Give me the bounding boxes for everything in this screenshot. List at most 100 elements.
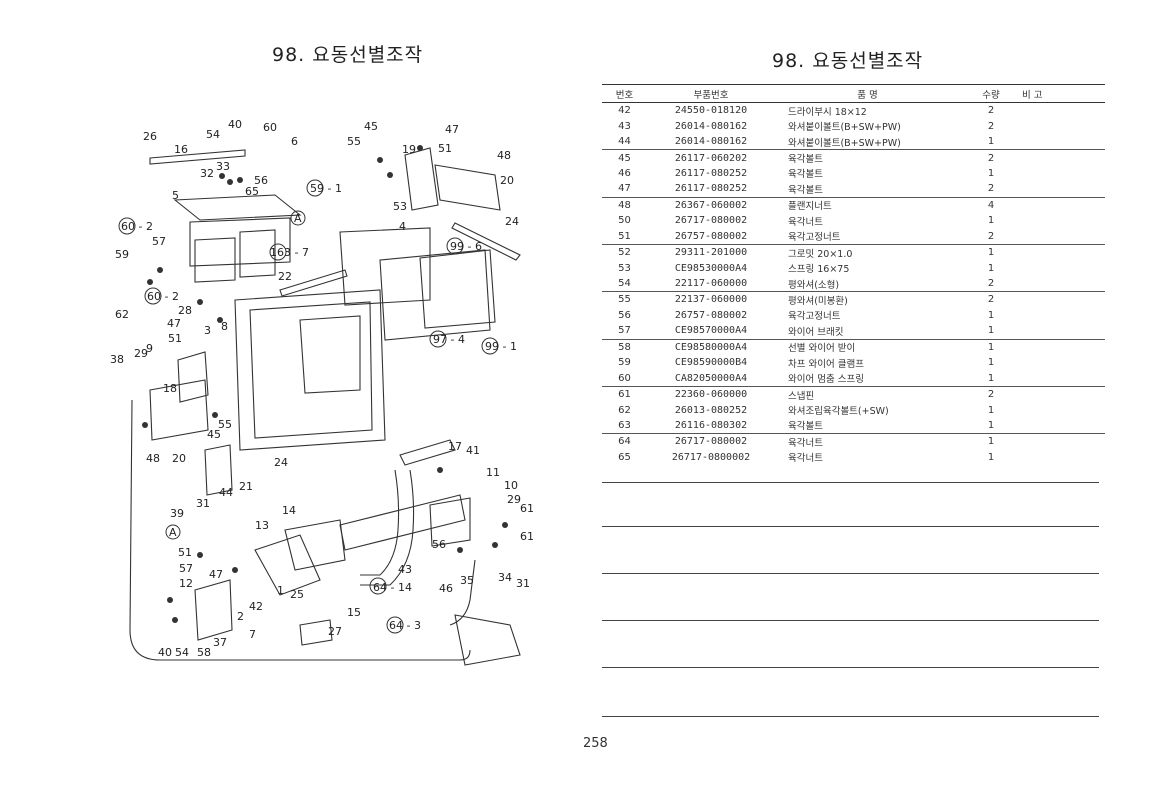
diagram-label: 97 - 4 xyxy=(433,333,465,346)
diagram-label: 47 xyxy=(167,317,181,330)
cell-remarks xyxy=(1022,355,1105,370)
cell-part-no: 26117-060202 xyxy=(674,152,748,164)
cell-remarks xyxy=(1022,402,1105,417)
diagram-label: 64 - 14 xyxy=(373,581,412,594)
diagram-label: 37 xyxy=(213,636,227,649)
diagram-label: 99 - 1 xyxy=(485,340,517,353)
diagram-label: 39 xyxy=(170,507,184,520)
cell-part-no: 26014-080162 xyxy=(674,120,748,132)
cell-part-no: CE98530000A4 xyxy=(674,262,748,274)
cell-name: 차프 와이어 클램프 xyxy=(788,358,864,370)
header-no: 번호 xyxy=(602,84,647,103)
diagram-label: 60 xyxy=(263,121,277,134)
cell-remarks xyxy=(1022,103,1105,119)
diagram-label: 60 - 2 xyxy=(147,290,179,303)
diagram-label: 31 xyxy=(516,577,530,590)
diagram-label: 2 xyxy=(237,610,244,623)
page-number: 258 xyxy=(583,736,608,751)
cell-qty: 1 xyxy=(987,167,995,179)
cell-remarks xyxy=(1022,133,1105,151)
cell-part-no: 26013-080252 xyxy=(674,404,748,416)
cell-no: 63 xyxy=(602,417,647,435)
blank-row-rule xyxy=(602,482,1099,483)
diagram-label: 14 xyxy=(282,504,296,517)
cell-qty: 1 xyxy=(960,323,1022,340)
diagram-label: 45 xyxy=(364,120,378,133)
cell-qty: 2 xyxy=(987,389,995,401)
cell-part-no: 26117-080252 xyxy=(674,167,748,179)
blank-row-rule xyxy=(602,716,1099,717)
cell-name: 육각너트 xyxy=(788,453,823,465)
cell-no: 47 xyxy=(602,181,647,198)
cell-qty: 2 xyxy=(987,152,995,164)
diagram-label: 15 xyxy=(347,606,361,619)
cell-remarks xyxy=(1022,370,1105,387)
diagram-label: 11 xyxy=(486,466,500,479)
cell-qty: 1 xyxy=(960,370,1022,387)
cell-remarks xyxy=(1022,308,1105,323)
cell-no: 61 xyxy=(618,389,631,401)
cell-no: 58 xyxy=(618,341,631,353)
cell-no: 42 xyxy=(618,105,631,117)
page-title-left: 98. 요동선별조작 xyxy=(272,44,424,66)
diagram-label: 32 xyxy=(200,167,214,180)
cell-no: 54 xyxy=(602,275,647,293)
diagram-label: 19 xyxy=(402,143,416,156)
diagram-label: 28 xyxy=(178,304,192,317)
diagram-label: 31 xyxy=(196,497,210,510)
diagram-label: 20 xyxy=(172,452,186,465)
diagram-label: 57 xyxy=(152,235,166,248)
cell-name: 와셔조립육각볼트(+SW) xyxy=(788,406,889,418)
cell-name: 육각볼트 xyxy=(775,417,960,435)
cell-no: 62 xyxy=(618,404,631,416)
cell-no: 45 xyxy=(618,152,631,164)
header-qty: 수량 xyxy=(960,84,1022,103)
diagram-label: 99 - 6 xyxy=(450,240,482,253)
cell-qty: 1 xyxy=(987,262,995,274)
cell-name: 와셔붙이볼트(B+SW+PW) xyxy=(788,122,901,134)
cell-name: 와셔붙이볼트(B+SW+PW) xyxy=(775,133,960,151)
cell-remarks xyxy=(1022,166,1105,181)
diagram-label: 61 xyxy=(520,502,534,515)
diagram-label: 42 xyxy=(249,600,263,613)
cell-part-no: CE98570000A4 xyxy=(647,323,775,340)
cell-name: 스프링 16×75 xyxy=(788,264,850,276)
diagram-label: 60 - 2 xyxy=(121,220,153,233)
cell-no: 53 xyxy=(618,262,631,274)
diagram-label: 51 xyxy=(438,142,452,155)
table-row: 53 CE98530000A4 스프링 16×75 1 xyxy=(602,260,1105,276)
diagram-label: 20 xyxy=(500,174,514,187)
cell-qty: 2 xyxy=(987,294,995,306)
cell-qty: 2 xyxy=(960,275,1022,293)
diagram-label: 29 xyxy=(507,493,521,506)
cell-part-no: 26367-060002 xyxy=(674,199,748,211)
cell-name: 와이어 멈춤 스프링 xyxy=(775,370,960,387)
blank-row-rule xyxy=(602,620,1099,621)
cell-no: 64 xyxy=(618,436,631,448)
cell-name: 육각고정너트 xyxy=(775,228,960,245)
cell-no: 57 xyxy=(602,323,647,340)
diagram-label: 41 xyxy=(466,444,480,457)
cell-part-no: CE98590000B4 xyxy=(674,357,748,369)
diagram-label: 27 xyxy=(328,625,342,638)
cell-remarks xyxy=(1022,417,1105,435)
cell-part-no: 22117-060000 xyxy=(647,275,775,293)
diagram-label: 51 xyxy=(168,332,182,345)
cell-name: 그로밋 20×1.0 xyxy=(788,248,853,260)
cell-name: 육각너트 xyxy=(788,437,823,449)
diagram-label: 4 xyxy=(399,220,406,233)
diagram-label: 13 xyxy=(255,519,269,532)
cell-no: 59 xyxy=(618,357,631,369)
diagram-label: 16 xyxy=(174,143,188,156)
diagram-label: 47 xyxy=(445,123,459,136)
cell-qty: 1 xyxy=(987,215,995,227)
